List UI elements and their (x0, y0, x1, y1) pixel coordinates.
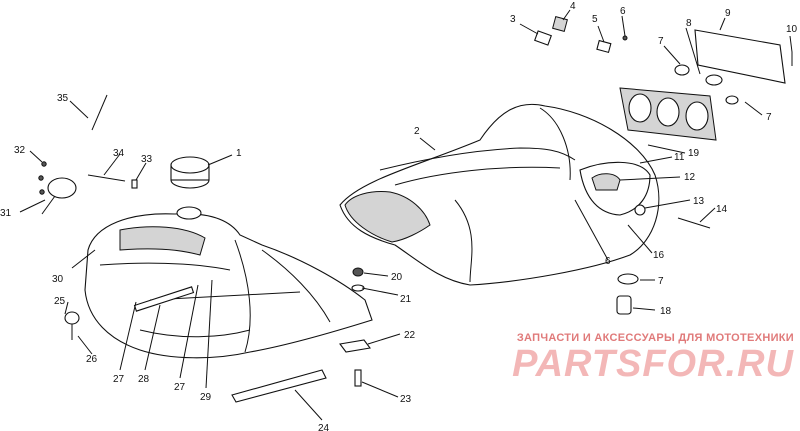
callout-11: 11 (674, 152, 685, 163)
callout-8: 8 (686, 18, 692, 29)
callout-33: 33 (141, 154, 153, 165)
callout-23: 23 (400, 394, 412, 405)
callout-19: 19 (688, 148, 700, 159)
callout-20: 20 (391, 272, 403, 283)
callout-3: 3 (510, 14, 516, 25)
callout-31: 31 (0, 208, 12, 219)
seat-assembly (339, 103, 660, 286)
callout-26: 26 (86, 354, 98, 365)
callout-27-right: 27 (174, 382, 186, 393)
watermark-brand: PARTSFOR.RU (512, 343, 794, 385)
callout-7-upper: 7 (658, 36, 664, 47)
taillight-assembly (619, 29, 793, 141)
mount-parts (231, 204, 711, 403)
callout-21: 21 (400, 294, 412, 305)
watermark-logo: ЗАПЧАСТИ И АКСЕССУАРЫ ДЛЯ МОТОТЕХНИКИ PA… (482, 332, 794, 384)
sender-parts (38, 94, 195, 340)
callout-18: 18 (660, 306, 672, 317)
callout-14: 14 (716, 204, 728, 215)
callout-27-left: 27 (113, 374, 125, 385)
callout-22: 22 (404, 330, 416, 341)
leader-lines (19, 9, 793, 421)
callout-28: 28 (138, 374, 150, 385)
callout-9: 9 (725, 8, 731, 19)
callout-10: 10 (786, 24, 798, 35)
callout-34: 34 (113, 148, 125, 159)
callout-7-right: 7 (766, 112, 772, 123)
callout-35: 35 (57, 93, 69, 104)
callout-2: 2 (414, 126, 420, 137)
callout-4: 4 (570, 1, 576, 12)
watermark-subtitle: ЗАПЧАСТИ И АКСЕССУАРЫ ДЛЯ МОТОТЕХНИКИ (516, 332, 794, 344)
callout-7-lower: 7 (658, 276, 664, 287)
callout-25: 25 (54, 296, 66, 307)
callout-24: 24 (318, 423, 330, 431)
callout-16: 16 (653, 250, 665, 261)
clip-parts (534, 16, 628, 54)
fuel-tank (84, 156, 373, 359)
callout-32: 32 (14, 145, 26, 156)
callout-12: 12 (684, 172, 696, 183)
callout-13: 13 (693, 196, 705, 207)
callout-1: 1 (236, 148, 242, 159)
callout-29: 29 (200, 392, 212, 403)
callout-6-lower: 6 (605, 256, 611, 267)
callout-5: 5 (592, 14, 598, 25)
callout-30: 30 (52, 274, 64, 285)
callout-6: 6 (620, 6, 626, 17)
